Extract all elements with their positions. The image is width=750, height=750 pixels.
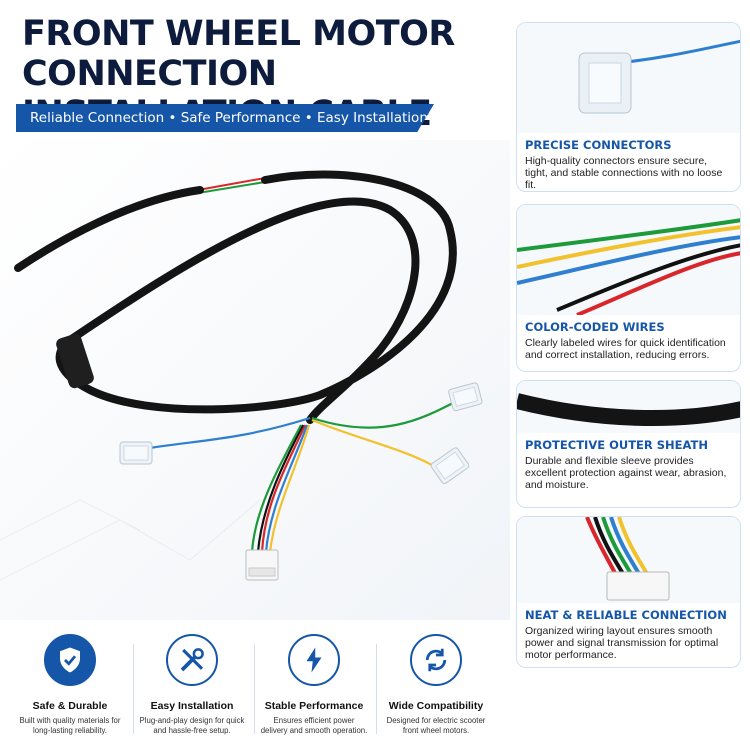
sheath-closeup-image (517, 381, 740, 433)
wire-black (256, 424, 304, 553)
heat-shrink (56, 333, 94, 389)
feature-description: Ensures efficient power delivery and smo… (260, 716, 368, 735)
title-line-1: FRONT WHEEL MOTOR (22, 14, 455, 54)
feature-title: Safe & Durable (32, 700, 108, 712)
shield-check-icon (44, 634, 96, 686)
connector-closeup-image (517, 23, 740, 133)
card-precise-connectors: PRECISE CONNECTORS High-quality connecto… (516, 22, 741, 192)
feature-title: Easy Installation (150, 700, 234, 712)
tools-icon (166, 634, 218, 686)
cable-product-image (0, 140, 510, 620)
connector-multi-pin (245, 549, 279, 581)
divider (254, 644, 255, 734)
feature-title: Stable Performance (264, 700, 364, 712)
card-protective-sheath: PROTECTIVE OUTER SHEATH Durable and flex… (516, 380, 741, 508)
wires-closeup-image (517, 205, 740, 317)
card-description: Durable and flexible sleeve provides exc… (525, 455, 727, 491)
wire-green-2 (250, 424, 302, 553)
sync-arrows-icon (410, 634, 462, 686)
feature-description: Built with quality materials for long-la… (19, 716, 121, 735)
feature-row: Safe & Durable Built with quality materi… (0, 622, 510, 750)
card-neat-reliable-connection: NEAT & RELIABLE CONNECTION Organized wir… (516, 516, 741, 668)
connector-right-bottom (430, 447, 470, 484)
card-title: PRECISE CONNECTORS (525, 138, 672, 152)
top-wire-green (197, 181, 266, 194)
divider (376, 644, 377, 734)
feature-safe-durable: Safe & Durable Built with quality materi… (12, 634, 128, 736)
connector-pins-closeup-image (517, 517, 740, 603)
wire-blue-2 (264, 424, 309, 553)
connector-right-top (448, 382, 483, 412)
feature-description: Plug-and-play design for quick and hassl… (139, 716, 245, 735)
top-wire-red (197, 177, 266, 191)
card-color-coded-wires: COLOR-CODED WIRES Clearly labeled wires … (516, 204, 741, 372)
wire-yellow-2 (268, 424, 311, 553)
card-description: High-quality connectors ensure secure, t… (525, 155, 723, 191)
feature-description: Designed for electric scooter front whee… (386, 716, 486, 735)
wire-yellow (311, 418, 441, 471)
feature-title: Wide Compatibility (388, 700, 484, 712)
connector-left (119, 441, 153, 465)
tagline-banner: Reliable Connection • Safe Performance •… (16, 104, 434, 132)
divider (133, 644, 134, 734)
card-description: Clearly labeled wires for quick identifi… (525, 337, 726, 361)
card-description: Organized wiring layout ensures smooth p… (525, 625, 719, 661)
feature-easy-installation: Easy Installation Plug-and-play design f… (134, 634, 250, 736)
card-title: NEAT & RELIABLE CONNECTION (525, 608, 727, 622)
wire-blue (149, 416, 311, 450)
feature-stable-performance: Stable Performance Ensures efficient pow… (256, 634, 372, 736)
wire-green (311, 401, 456, 429)
feature-wide-compatibility: Wide Compatibility Designed for electric… (378, 634, 494, 736)
card-title: PROTECTIVE OUTER SHEATH (525, 438, 708, 452)
lightning-icon (288, 634, 340, 686)
card-title: COLOR-CODED WIRES (525, 320, 665, 334)
wire-red (260, 424, 307, 553)
